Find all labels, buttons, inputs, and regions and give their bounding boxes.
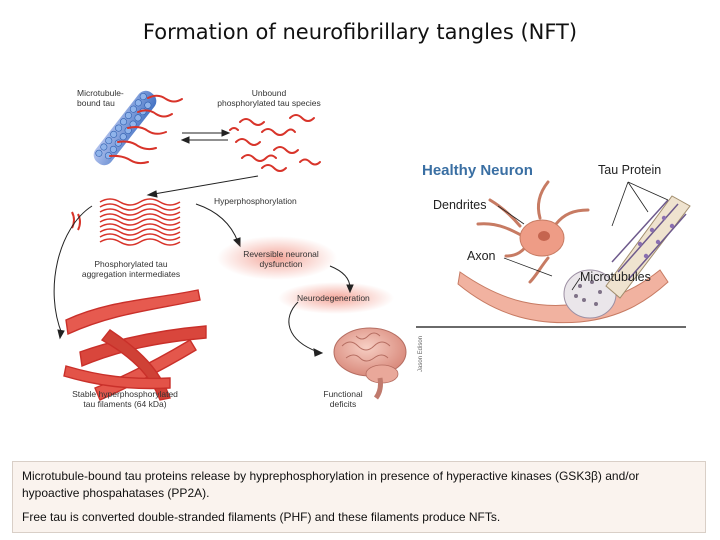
cycle-arrow [53, 205, 93, 340]
caption-line-1: Microtubule-bound tau proteins release b… [22, 469, 640, 500]
hyperphosphorylation-arrow [146, 175, 259, 198]
dysfunction-glow [217, 236, 337, 280]
label-hyperphosphorylation: Hyperphosphorylation [214, 196, 297, 206]
stable-filaments [63, 289, 207, 401]
label-microtubules: Microtubules [580, 270, 651, 284]
brain-graphic [333, 327, 407, 400]
healthy-neuron-graphic [414, 150, 704, 330]
label-stable-filaments: Stable hyperphosphorylated tau filaments… [72, 389, 178, 409]
label-axon: Axon [467, 249, 496, 263]
image-credit: Jason Edison [418, 335, 424, 372]
arrow-to-neurodegeneration [329, 265, 354, 294]
equilibrium-arrows [180, 129, 231, 144]
arrow-to-deficits [288, 301, 324, 357]
label-dendrites: Dendrites [433, 198, 487, 212]
healthy-neuron-title: Healthy Neuron [422, 162, 533, 179]
label-neurodegeneration: Neurodegeneration [297, 293, 370, 303]
label-tau-protein: Tau Protein [598, 163, 662, 177]
label-unbound-tau: Unbound phosphorylated tau species [217, 88, 321, 108]
aggregation-intermediates [99, 198, 181, 246]
page-title: Formation of neurofibrillary tangles (NF… [142, 20, 578, 44]
small-tau-fragment [71, 211, 81, 231]
label-functional-deficits: Functional deficits [323, 389, 363, 409]
label-microtubule-bound-tau: Microtubule- bound tau [77, 88, 124, 108]
caption-line-2: Free tau is converted double-stranded fi… [22, 510, 501, 524]
unbound-tau-species [229, 114, 321, 172]
neurodegeneration-glow [278, 282, 394, 314]
label-aggregation-intermediates: Phosphorylated tau aggregation intermedi… [81, 259, 181, 279]
label-reversible-dysfunction: Reversible neuronal dysfunction [243, 249, 319, 269]
caption-box: Microtubule-bound tau proteins release b… [12, 461, 706, 533]
microtubule-bound-tau-graphic [93, 90, 183, 166]
